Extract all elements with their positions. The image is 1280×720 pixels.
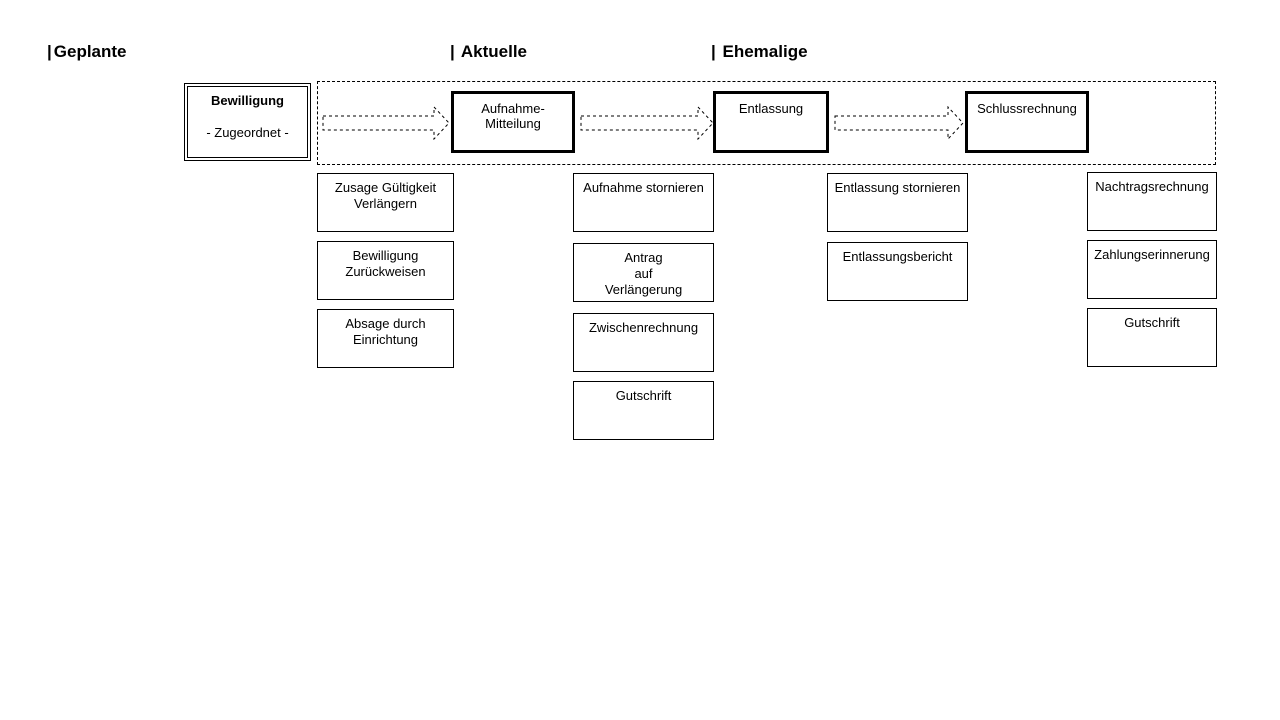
stage-final-invoice[interactable]: Schlussrechnung (965, 91, 1089, 153)
section-title-current: | Aktuelle (450, 42, 527, 61)
action-credit-note-final[interactable]: Gutschrift (1087, 308, 1217, 367)
flow-arrow-icon (322, 106, 450, 140)
flow-arrow-icon (834, 106, 964, 140)
action-extension-request[interactable]: Antrag auf Verlängerung (573, 243, 714, 302)
flow-arrow-icon (580, 106, 714, 140)
action-reject-permit[interactable]: Bewilligung Zurückweisen (317, 241, 454, 300)
action-payment-reminder[interactable]: Zahlungserinnerung (1087, 240, 1217, 299)
stage-admission-notice[interactable]: Aufnahme- Mitteilung (451, 91, 575, 153)
action-facility-cancellation[interactable]: Absage durch Einrichtung (317, 309, 454, 368)
action-cancel-discharge[interactable]: Entlassung stornieren (827, 173, 968, 232)
permit-box[interactable]: Bewilligung - Zugeordnet - (184, 83, 311, 161)
permit-status: - Zugeordnet - (206, 125, 289, 140)
action-discharge-report[interactable]: Entlassungsbericht (827, 242, 968, 301)
action-credit-note[interactable]: Gutschrift (573, 381, 714, 440)
stage-discharge[interactable]: Entlassung (713, 91, 829, 153)
action-interim-invoice[interactable]: Zwischenrechnung (573, 313, 714, 372)
action-extend-validity[interactable]: Zusage Gültigkeit Verlängern (317, 173, 454, 232)
action-supplementary-invoice[interactable]: Nachtragsrechnung (1087, 172, 1217, 231)
section-title-former: | Ehemalige (711, 42, 808, 61)
process-flow-frame (317, 81, 1216, 165)
action-cancel-admission[interactable]: Aufnahme stornieren (573, 173, 714, 232)
section-title-planned: |Geplante (47, 42, 127, 61)
permit-title: Bewilligung (211, 93, 284, 108)
